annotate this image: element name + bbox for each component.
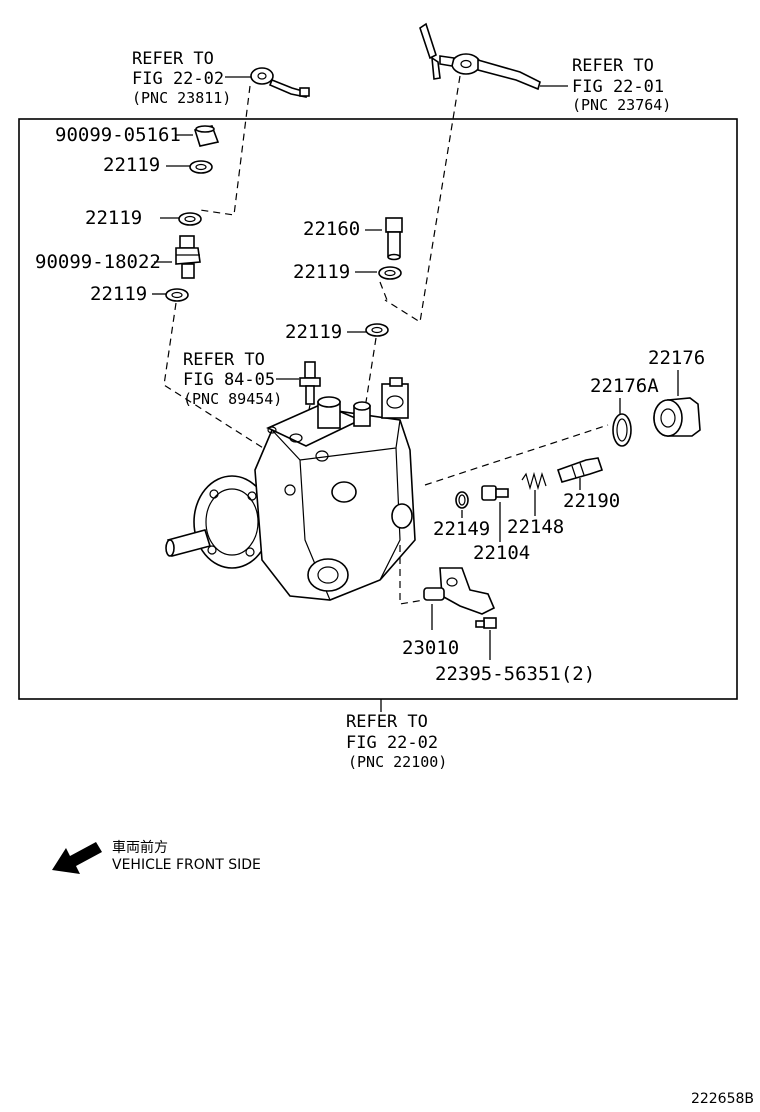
fuel-pipe-left-icon	[250, 67, 310, 98]
figure-id: 222658B	[691, 1091, 754, 1107]
part-label-22176A[interactable]: 22176A	[590, 375, 659, 397]
legend-en: VEHICLE FRONT SIDE	[112, 857, 261, 873]
washer-icon	[189, 160, 213, 174]
dashed-path	[365, 337, 377, 403]
ref-bottom[interactable]: REFER TO FIG 22-02 (PNC 22100)	[346, 712, 447, 771]
part-label-23010[interactable]: 23010	[402, 637, 459, 659]
part-label-22395-56351[interactable]: 22395-56351(2)	[435, 663, 595, 685]
part-label-22119[interactable]: 22119	[285, 321, 342, 343]
cup-icon	[455, 491, 469, 509]
part-label-22190[interactable]: 22190	[563, 490, 620, 512]
ref-pnc: (PNC 89454)	[183, 390, 282, 408]
fuel-pipe-right-icon	[419, 22, 541, 91]
injection-pump-icon	[165, 377, 416, 601]
part-label-22119[interactable]: 22119	[85, 207, 142, 229]
dashed-path	[384, 75, 461, 323]
ref-line1: REFER TO	[132, 49, 214, 69]
part-label-22119[interactable]: 22119	[90, 283, 147, 305]
ref-line2: FIG 22-01	[572, 77, 664, 97]
washer-icon	[365, 323, 389, 337]
dashed-path	[379, 281, 388, 301]
bolt-icon	[475, 617, 497, 629]
dashed-path	[163, 302, 283, 461]
part-label-22119[interactable]: 22119	[103, 154, 160, 176]
cap-icon	[193, 125, 220, 147]
ref-line2: FIG 22-02	[346, 733, 438, 753]
o-ring-icon	[612, 413, 632, 447]
washer-icon	[165, 288, 189, 302]
ref-line2: FIG 22-02	[132, 69, 224, 89]
plug-icon	[653, 397, 701, 437]
assembly-frame	[18, 118, 738, 700]
washer-icon	[378, 266, 402, 280]
piston-icon	[481, 485, 509, 501]
part-label-22149[interactable]: 22149	[433, 518, 490, 540]
ref-top-right[interactable]: REFER TO FIG 22-01 (PNC 23764)	[572, 56, 671, 114]
plunger-icon	[556, 457, 604, 483]
ref-pnc: (PNC 23764)	[572, 96, 671, 114]
ref-pnc: (PNC 23811)	[132, 89, 231, 107]
vehicle-front-arrow-icon	[52, 842, 102, 874]
part-label-22119[interactable]: 22119	[293, 261, 350, 283]
ref-line1: REFER TO	[183, 350, 265, 370]
ref-sensor[interactable]: REFER TO FIG 84-05 (PNC 89454)	[183, 350, 282, 408]
spring-icon	[521, 471, 547, 491]
ref-line1: REFER TO	[572, 56, 654, 76]
ref-top-left[interactable]: REFER TO FIG 22-02 (PNC 23811)	[132, 49, 231, 107]
sensor-icon	[299, 361, 321, 405]
part-label-22176[interactable]: 22176	[648, 347, 705, 369]
legend-jp: 車両前方	[112, 839, 168, 856]
ref-line2: FIG 84-05	[183, 370, 275, 390]
part-label-22148[interactable]: 22148	[507, 516, 564, 538]
part-label-90099-18022[interactable]: 90099-18022	[35, 251, 161, 273]
ref-pnc: (PNC 22100)	[348, 753, 447, 771]
valve-icon	[385, 217, 403, 261]
dashed-path	[424, 424, 609, 486]
banjo-bolt-icon	[175, 235, 201, 279]
part-label-22160[interactable]: 22160	[303, 218, 360, 240]
washer-icon	[178, 212, 202, 226]
part-label-22104[interactable]: 22104	[473, 542, 530, 564]
part-label-90099-05161[interactable]: 90099-05161	[55, 124, 181, 146]
dashed-path	[399, 545, 425, 605]
actuator-icon	[423, 567, 496, 615]
ref-line1: REFER TO	[346, 712, 428, 732]
